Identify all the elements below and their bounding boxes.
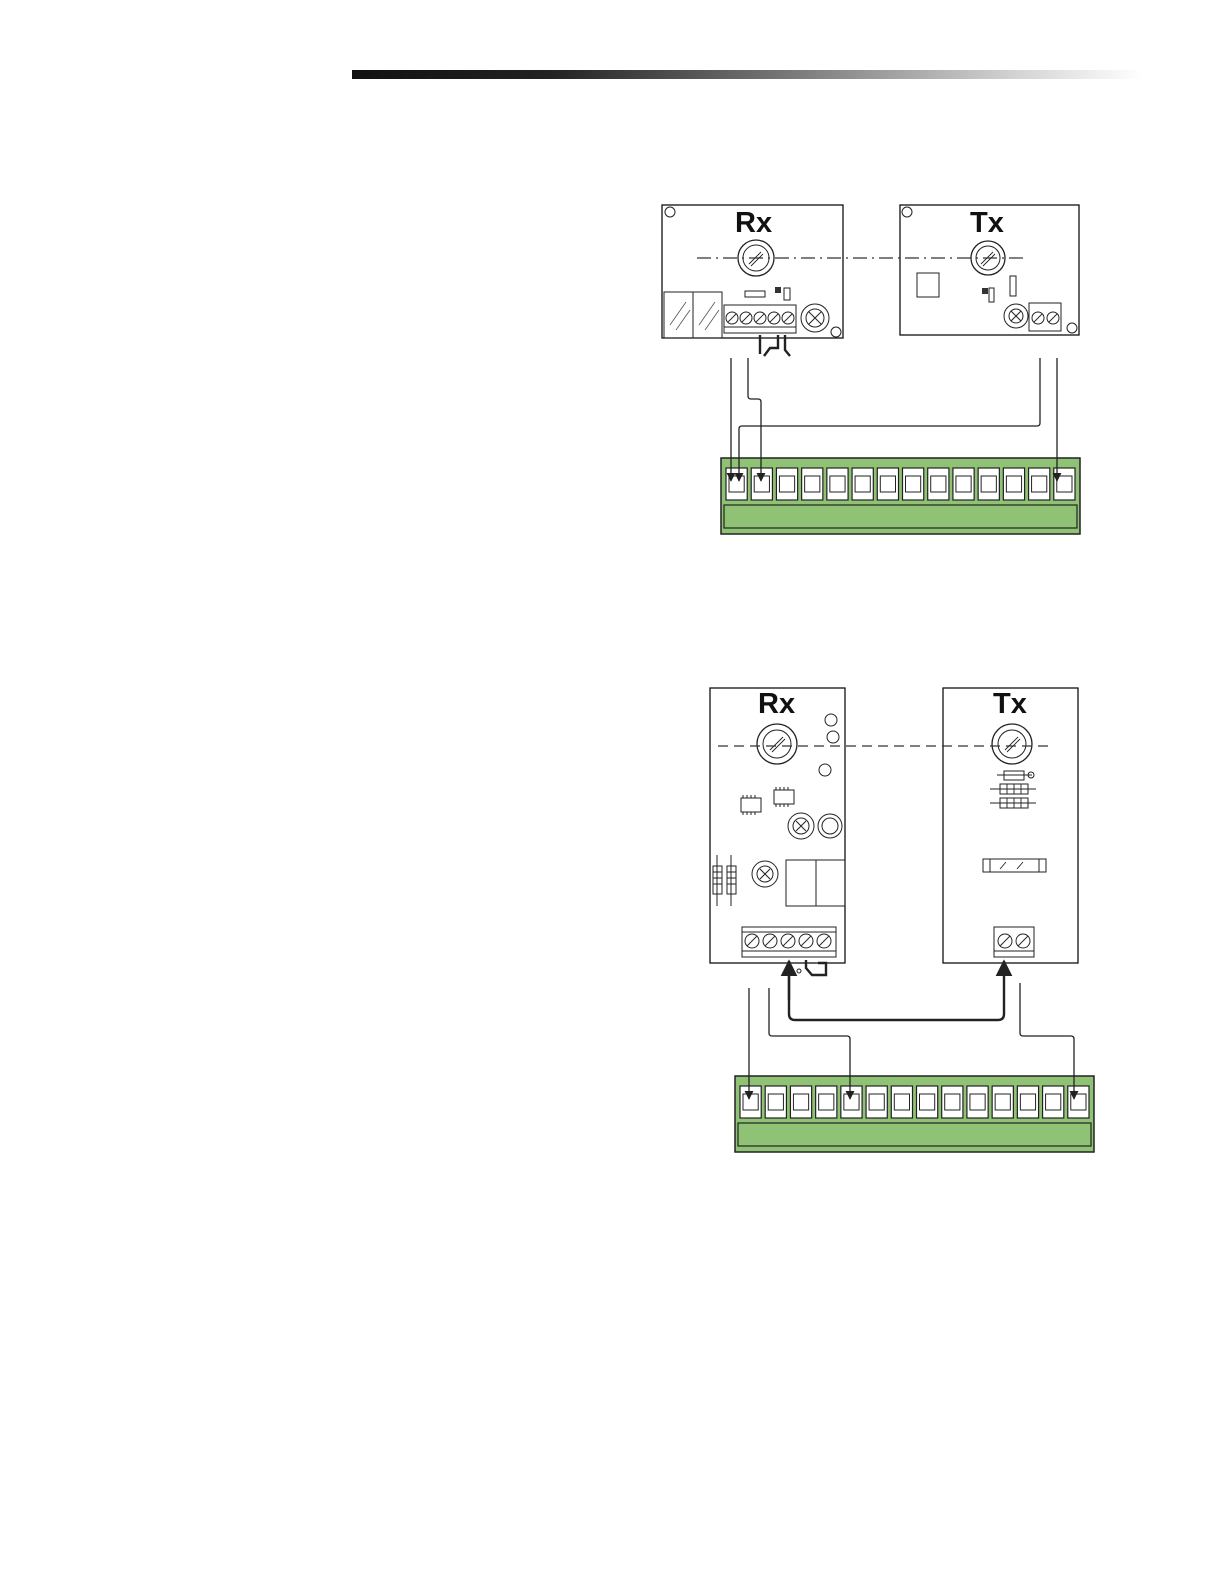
bottom-rx-lens	[757, 724, 797, 764]
top-tx-board: Tx	[900, 205, 1079, 335]
bottom-terminal-10	[967, 1086, 988, 1118]
bottom-terminal-3	[790, 1086, 811, 1118]
top-terminal-2	[751, 468, 772, 500]
top-terminal-4	[802, 468, 823, 500]
top-terminal-13	[1029, 468, 1050, 500]
top-terminal-strip	[721, 458, 1080, 534]
bottom-rx-tx-link-wire	[789, 961, 1004, 1020]
top-terminal-12	[1003, 468, 1024, 500]
bottom-terminal-2	[765, 1086, 786, 1118]
top-rx-label: Rx	[735, 207, 772, 239]
top-terminal-3	[776, 468, 797, 500]
top-terminal-11	[978, 468, 999, 500]
top-diagram: Rx	[662, 205, 1080, 534]
top-terminal-6	[852, 468, 873, 500]
top-rx-led	[775, 287, 781, 293]
bottom-terminal-4	[816, 1086, 837, 1118]
bottom-terminal-7	[891, 1086, 912, 1118]
bottom-terminal-5	[841, 1086, 862, 1118]
top-terminal-8	[903, 468, 924, 500]
bottom-terminal-13	[1043, 1086, 1064, 1118]
bottom-tx-label: Tx	[993, 688, 1027, 720]
top-tx-led	[982, 288, 988, 294]
bottom-terminal-14	[1068, 1086, 1089, 1118]
bottom-rx-label: Rx	[758, 688, 795, 720]
top-terminal-10	[953, 468, 974, 500]
bottom-rx-board: Rx	[710, 688, 845, 975]
top-rx-board: Rx	[662, 205, 843, 356]
top-terminal-7	[877, 468, 898, 500]
bottom-diagram: Rx	[710, 688, 1094, 1152]
bottom-tx-lens	[992, 724, 1032, 764]
top-tx-label: Tx	[970, 207, 1004, 239]
bottom-terminal-1	[740, 1086, 761, 1118]
bottom-terminal-11	[992, 1086, 1013, 1118]
bottom-terminal-6	[866, 1086, 887, 1118]
top-terminal-5	[827, 468, 848, 500]
top-terminal-1	[726, 468, 747, 500]
bottom-terminal-8	[917, 1086, 938, 1118]
bottom-terminal-9	[942, 1086, 963, 1118]
top-terminal-9	[928, 468, 949, 500]
bottom-tx-board: Tx	[943, 688, 1078, 963]
bottom-terminal-12	[1017, 1086, 1038, 1118]
bottom-terminal-strip	[735, 1076, 1094, 1152]
